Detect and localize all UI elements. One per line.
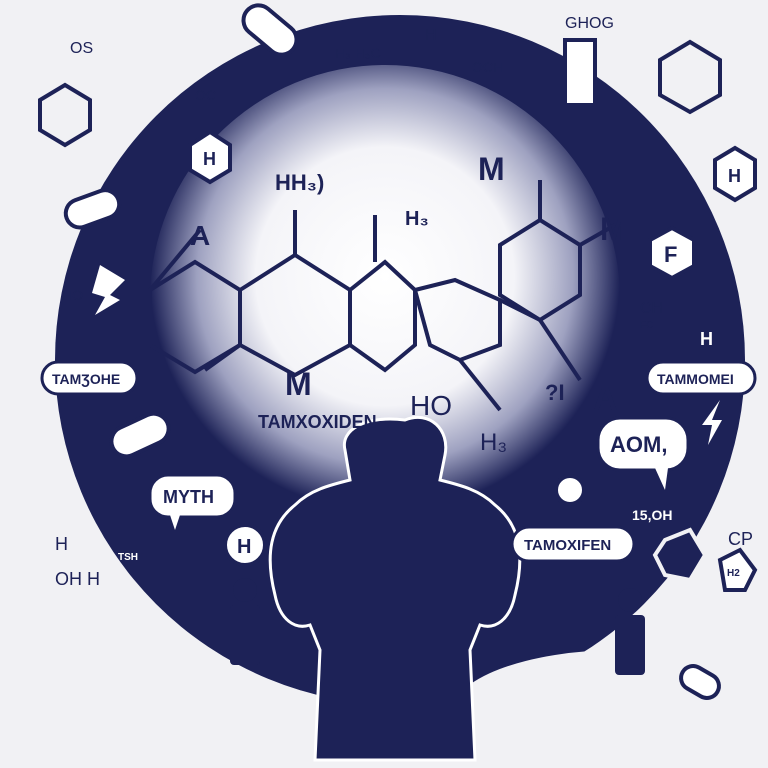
label-cp: CP (728, 529, 753, 549)
label-hh3: HH₃) (275, 170, 324, 195)
bubble-tamsohe: TAMƷOHE (40, 360, 139, 396)
label-ghog: GHOG (565, 15, 614, 32)
pill-icons (63, 3, 721, 700)
label-oh15: 15,OH (632, 507, 672, 523)
bubble-myth: MYTH (148, 473, 237, 530)
bubble-tamoxifen-text: TAMOXIFEN (524, 537, 611, 554)
bubble-tammomei: TAMMOMEI (645, 360, 757, 396)
bubble-aom: AOM, (596, 416, 690, 490)
label-h-circle: H (237, 536, 251, 558)
label-ohh: OH H (55, 569, 100, 589)
label-ho: HO (410, 390, 452, 421)
label-och: OCH (472, 59, 503, 75)
bodybuilder-figure (268, 416, 522, 762)
label-m-bottom: M (285, 366, 312, 402)
label-os: OS (70, 40, 93, 57)
molecule-structure (148, 180, 616, 412)
label-fc: FC (640, 320, 653, 331)
label-h-hex-left: H (203, 149, 216, 169)
h-circle: H (223, 523, 267, 567)
label-h-top: H (425, 27, 437, 44)
label-center-text: TAMXOXIDEN (258, 412, 377, 432)
label-h-right: H (700, 329, 713, 349)
bubble-aom-text: AOM, (610, 432, 667, 457)
bubble-tammomei-text: TAMMOMEI (657, 371, 734, 387)
label-h3-top: H₃ (405, 208, 429, 230)
person-figures (230, 578, 645, 675)
label-ch: CH (640, 300, 663, 317)
label-oc: OC (195, 87, 216, 103)
label-h-bottom-left: H (55, 534, 68, 554)
label-m-right: M (600, 211, 627, 247)
label-h-hex-right: H (728, 166, 741, 186)
label-h2: H2 (727, 568, 740, 579)
lightning-icons (92, 265, 722, 445)
label-ho-left: HO (62, 287, 83, 303)
glow-circle (150, 65, 620, 535)
label-m-top: M (478, 151, 505, 187)
bubble-tamsohe-text: TAMƷOHE (52, 371, 120, 387)
bubble-tamoxifen: TAMOXIFEN (510, 525, 636, 563)
label-a-left: A (190, 220, 210, 251)
bubble-myth-text: MYTH (163, 487, 214, 507)
label-f-hex: F (664, 242, 677, 267)
label-question: ?I (545, 380, 565, 405)
label-tsh: TSH (118, 552, 138, 563)
label-h3-bottom: H₃ (480, 429, 507, 456)
label-h3c: H₃ H₃C (335, 45, 381, 61)
label-a-right: A (593, 380, 618, 418)
chemical-hexagons (38, 39, 758, 592)
